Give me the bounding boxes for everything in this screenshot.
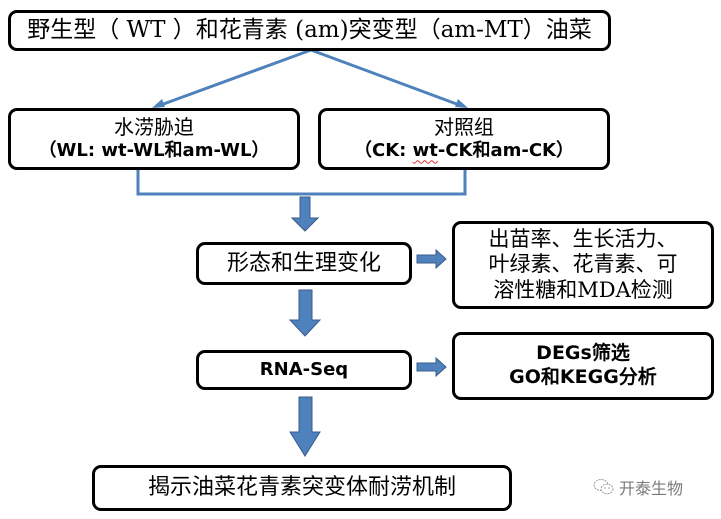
right-arrow-1 bbox=[416, 248, 447, 270]
waterlogging-title: 水涝胁迫 bbox=[114, 115, 194, 140]
waterlogging-box: 水涝胁迫 （WL: wt-WL和am-WL） bbox=[8, 108, 300, 170]
analysis-line-1: DEGs筛选 bbox=[536, 342, 630, 365]
watermark-text: 开泰生物 bbox=[619, 479, 684, 498]
down-arrow-2 bbox=[288, 289, 322, 337]
top-box-label: 野生型（ WT ）和花青素 (am)突变型（am-MT）油菜 bbox=[27, 17, 592, 44]
morphology-label: 形态和生理变化 bbox=[226, 250, 381, 276]
measurements-line-1: 出苗率、生长活力、 bbox=[488, 227, 678, 252]
analysis-box: DEGs筛选 GO和KEGG分析 bbox=[452, 332, 714, 400]
analysis-line-2: GO和KEGG分析 bbox=[509, 366, 657, 388]
control-title: 对照组 bbox=[434, 115, 494, 140]
measurements-line-3: 溶性糖和MDA检测 bbox=[493, 277, 673, 302]
down-arrow-1 bbox=[290, 196, 320, 232]
control-subtitle-wt: wt bbox=[412, 140, 438, 162]
conclusion-box: 揭示油菜花青素突变体耐涝机制 bbox=[92, 465, 512, 511]
split-arrow-right-head bbox=[455, 99, 468, 108]
control-subtitle-prefix: （CK: bbox=[353, 140, 413, 162]
split-arrow-right bbox=[310, 48, 463, 108]
rnaseq-box: RNA-Seq bbox=[196, 350, 412, 390]
measurements-box: 出苗率、生长活力、 叶绿素、花青素、可 溶性糖和MDA检测 bbox=[452, 221, 714, 309]
control-subtitle: （CK: wt-CK和am-CK） bbox=[354, 140, 574, 163]
down-arrow-3 bbox=[289, 396, 321, 457]
morphology-box: 形态和生理变化 bbox=[196, 242, 412, 285]
watermark: 开泰生物 bbox=[593, 475, 683, 499]
waterlogging-subtitle: （WL: wt-WL和am-WL） bbox=[38, 140, 270, 162]
control-subtitle-rest: -CK和am-CK） bbox=[437, 140, 575, 162]
measurements-line-2: 叶绿素、花青素、可 bbox=[488, 252, 678, 277]
control-box: 对照组 （CK: wt-CK和am-CK） bbox=[318, 108, 610, 170]
split-arrow-left-head bbox=[152, 99, 165, 108]
right-arrow-2 bbox=[416, 356, 447, 378]
conclusion-label: 揭示油菜花青素突变体耐涝机制 bbox=[147, 475, 456, 501]
split-arrow-left bbox=[157, 48, 312, 108]
rnaseq-label: RNA-Seq bbox=[259, 358, 349, 380]
top-box: 野生型（ WT ）和花青素 (am)突变型（am-MT）油菜 bbox=[8, 10, 611, 51]
wechat-icon bbox=[593, 479, 614, 495]
merge-bracket bbox=[136, 168, 467, 196]
